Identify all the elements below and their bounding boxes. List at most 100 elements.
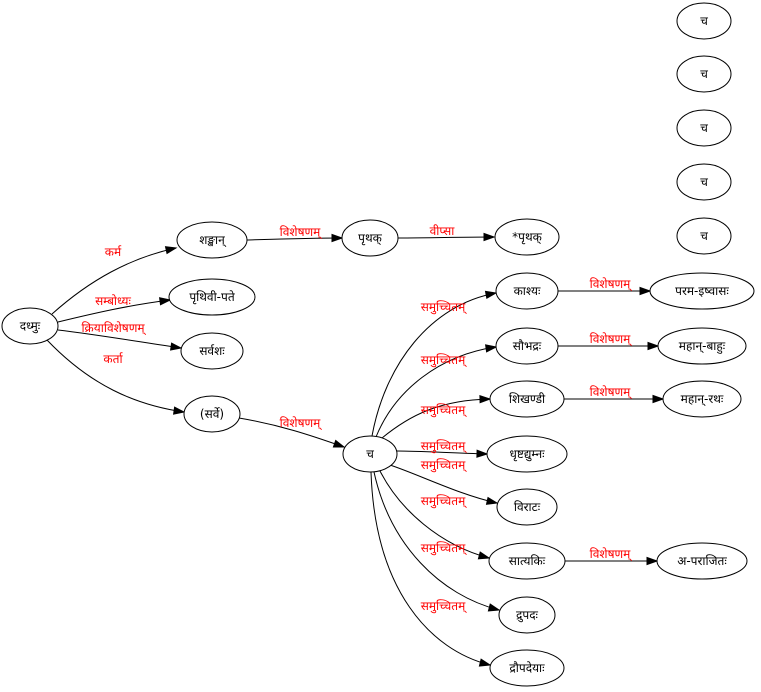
node-ellipse [676, 217, 732, 255]
node-viratah: विराटः [496, 488, 558, 526]
node-prthak: पृथक् [341, 219, 399, 257]
node-ellipse [176, 221, 248, 259]
node-aparajitah: अ-पराजितः [656, 542, 748, 580]
node-ellipse [488, 542, 566, 580]
node-label: अ-पराजितः [677, 554, 727, 568]
node-ellipse [183, 395, 241, 433]
node-shankhan: शङ्खान् [176, 221, 248, 259]
node-ellipse [656, 542, 748, 580]
edge-line [370, 471, 491, 666]
node-satyakih: सात्यकिः [488, 542, 566, 580]
node-ellipse [342, 435, 398, 473]
edge-label: विशेषणम् [280, 416, 323, 431]
node-label: काश्यः [514, 284, 541, 298]
node-label: पृथिवी-पते [189, 290, 236, 305]
arrowhead-icon [483, 232, 496, 242]
node-ellipse [168, 278, 256, 316]
edge-label: विशेषणम् [590, 332, 633, 347]
arrowhead-icon [164, 246, 178, 255]
arrowhead-icon [639, 286, 652, 296]
node-label: धृष्टद्युम्नः [509, 447, 545, 462]
edge-saubhadrah-to-mahabahuh: विशेषणम् [558, 332, 660, 351]
arrowhead-icon [476, 449, 489, 458]
node-draupadeyah: द्रौपदेयाः [489, 649, 565, 687]
node-label: च [700, 175, 708, 189]
arrowhead-icon [487, 603, 501, 612]
node-label: परम-इष्वासः [675, 284, 729, 298]
edge-label: समुच्चितम् [421, 541, 468, 556]
edge-shankhan-to-prthak: विशेषणम् [246, 225, 344, 243]
node-shikhandi: शिखण्डी [489, 380, 565, 418]
edge-label: समुच्चितम् [421, 599, 468, 614]
edge-line [51, 247, 177, 315]
edges-layer: कर्मविशेषणम्वीप्सासम्बोध्यःक्रियाविशेषणम… [46, 224, 665, 667]
edge-ca_main-to-shikhandi: समुच्चितम् [381, 395, 492, 439]
edge-label: समुच्चितम् [421, 439, 468, 454]
edge-ca_main-to-viratah: समुच्चितम् [389, 458, 499, 505]
node-ca2: च [676, 55, 732, 93]
edge-label: विशेषणम् [280, 225, 323, 240]
node-label: (सर्वे) [200, 407, 224, 421]
node-label: दध्मुः [20, 319, 41, 334]
arrowhead-icon [170, 342, 183, 351]
node-ellipse [495, 272, 559, 310]
node-label: महान्-बाहुः [679, 339, 726, 354]
edge-dadhmuh-to-prthivipate: सम्बोध्यः [57, 294, 172, 323]
node-label: द्रौपदेयाः [509, 661, 545, 675]
node-label: सर्वशः [199, 344, 225, 358]
node-label: *पृथक् [512, 230, 542, 245]
edge-line [396, 450, 488, 455]
node-ellipse [1, 307, 59, 345]
node-sarve: (सर्वे) [183, 395, 241, 433]
edge-dadhmuh-to-sarve: कर्ता [46, 339, 186, 415]
node-ca_main: च [342, 435, 398, 473]
node-mahabahuh: महान्-बाहुः [657, 327, 747, 365]
edge-line [373, 471, 500, 611]
node-ellipse [676, 55, 732, 93]
edge-label: कर्म [105, 245, 122, 259]
arrowhead-icon [485, 496, 499, 505]
node-ellipse [676, 109, 732, 147]
node-ellipse [662, 380, 742, 418]
node-prthivipate: पृथिवी-पते [168, 278, 256, 316]
edge-line [381, 398, 491, 439]
node-sarvashah: सर्वशः [180, 332, 244, 370]
node-ca5: च [676, 217, 732, 255]
node-ellipse [494, 218, 560, 256]
edge-line [238, 417, 345, 448]
edge-line [57, 329, 182, 349]
node-ellipse [341, 219, 399, 257]
node-label: च [700, 121, 708, 135]
node-maharathah: महान्-रथः [662, 380, 742, 418]
edge-ca_main-to-drupadah: समुच्चितम् [373, 471, 501, 612]
edge-line [379, 470, 490, 559]
edge-line [371, 292, 497, 437]
node-label: च [700, 229, 708, 243]
node-ellipse [657, 327, 747, 365]
edge-line [57, 299, 171, 323]
arrowhead-icon [485, 344, 498, 353]
arrowhead-icon [479, 395, 492, 404]
edge-label: समुच्चितम् [421, 403, 468, 418]
edge-label: विशेषणम् [590, 547, 633, 562]
node-ellipse [486, 435, 568, 473]
edge-shikhandi-to-maharathah: विशेषणम् [563, 385, 665, 404]
node-label: द्रुपदः [516, 608, 539, 623]
node-saubhadrah: सौभद्रः [495, 327, 559, 365]
edge-kashyah-to-parameshvasah: विशेषणम् [557, 277, 652, 296]
node-label: सात्यकिः [509, 554, 546, 568]
arrowhead-icon [477, 551, 491, 560]
edge-label: समुच्चितम् [421, 300, 468, 315]
node-ellipse [489, 380, 565, 418]
edge-label: कर्ता [103, 352, 123, 366]
arrowhead-icon [478, 658, 492, 667]
node-ellipse [180, 332, 244, 370]
arrowhead-icon [646, 556, 659, 566]
node-drupadah: द्रुपदः [498, 596, 556, 634]
edge-ca_main-to-dhrshtadyumnah: समुच्चितम् [396, 439, 489, 458]
edge-label: विशेषणम् [590, 277, 633, 292]
edge-dadhmuh-to-sarvashah: क्रियाविशेषणम् [57, 321, 183, 351]
edge-ca_main-to-satyakih: समुच्चितम् [379, 470, 491, 560]
edge-label: समुच्चितम् [421, 458, 468, 473]
